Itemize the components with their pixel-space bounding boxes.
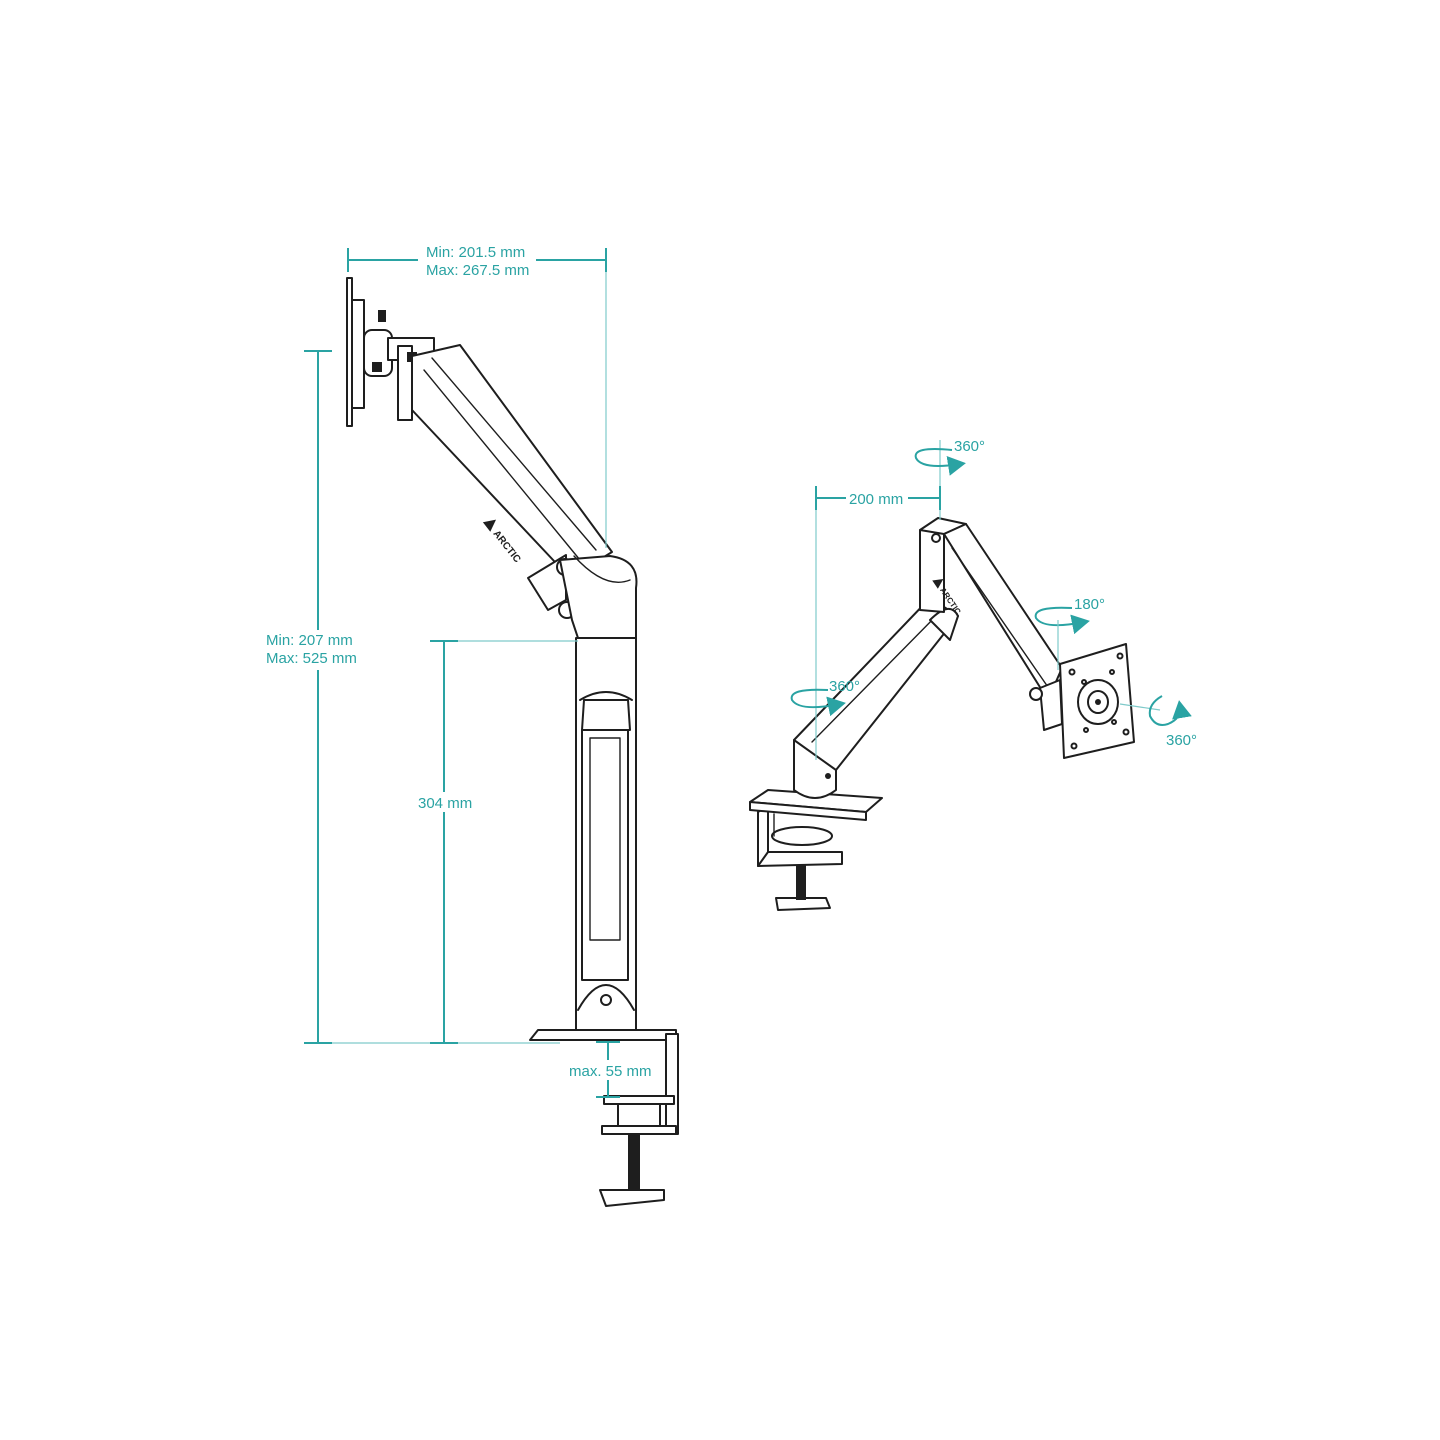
- tilt-bolt-top: [378, 310, 386, 322]
- persp-pole-screw: [825, 773, 831, 779]
- vesa-hole-7: [1111, 719, 1117, 725]
- dim-pole-label-bg: [414, 792, 474, 812]
- persp-clamp-lower: [757, 851, 843, 867]
- persp-riser-pivot: [931, 533, 941, 543]
- perspective-view-drawing: ARCTIC: [749, 517, 1135, 911]
- side-clamp-jaw: [617, 1103, 661, 1129]
- vesa-center-bolt: [1095, 699, 1101, 705]
- persp-forearm: [943, 523, 1063, 701]
- dim-offset-label-bg: [846, 488, 908, 508]
- vesa-hole-4: [1070, 742, 1078, 750]
- dim-reach-max: Max: 267.5 mm: [426, 262, 529, 279]
- side-view-dimensions: Min: 201.5 mm Max: 267.5 mm Min: 207 mm …: [262, 240, 652, 1098]
- dim-clamp-thickness: max. 55 mm: [569, 1063, 652, 1080]
- side-clamp-knob: [599, 1189, 665, 1207]
- vesa-hole-3: [1122, 728, 1130, 736]
- side-brand-text: ARCTIC: [491, 529, 523, 566]
- side-forearm: [411, 344, 613, 579]
- pole-cable-inner: [589, 737, 621, 941]
- pole-base-screw: [600, 994, 612, 1006]
- vesa-hole-2: [1116, 652, 1124, 660]
- side-elbow-housing: [559, 555, 638, 639]
- side-clamp-spine: [665, 1033, 679, 1135]
- side-clamp-screw: [628, 1134, 640, 1190]
- dim-pole-height: 304 mm: [418, 795, 472, 812]
- side-elbow-curve: [573, 555, 631, 583]
- rot-top-arrow: [914, 448, 966, 476]
- side-forearm-edge: [423, 369, 581, 561]
- persp-head-pivot: [1029, 687, 1043, 701]
- vesa-hole-6: [1109, 669, 1115, 675]
- dim-height-min: Min: 207 mm: [266, 632, 353, 649]
- persp-forearm-edge: [951, 547, 1051, 691]
- side-base-plate: [529, 1029, 677, 1041]
- rot-pole-top: 360°: [954, 438, 985, 455]
- rot-vesa-axis: [1119, 703, 1161, 711]
- rot-vesa: 360°: [1166, 732, 1197, 749]
- persp-clamp-ring: [771, 826, 833, 846]
- rot-vesa-arrow: [1148, 695, 1192, 726]
- persp-clamp-screw: [796, 860, 806, 900]
- vesa-hole-1: [1068, 668, 1076, 676]
- dim-clamp-label-bg: [566, 1060, 650, 1080]
- rot-tilt: 180°: [1074, 596, 1105, 613]
- dim-height-max: Max: 525 mm: [266, 650, 357, 667]
- dim-height-label-bg: [262, 630, 362, 670]
- persp-head-joint: [1039, 679, 1063, 731]
- tilt-bolt-bottom: [372, 362, 382, 372]
- perspective-view-annotations: 200 mm 360° 360° 180° 360°: [790, 438, 1197, 760]
- pole-base-curve: [577, 984, 635, 1011]
- pole-cable-cover-top: [579, 691, 633, 701]
- persp-lower-arm-edge: [811, 611, 941, 743]
- rot-arm-base: 360°: [829, 678, 860, 695]
- vesa-hole-8: [1083, 727, 1089, 733]
- dim-arm-offset: 200 mm: [849, 491, 903, 508]
- rot-base-arrow: [790, 688, 846, 717]
- pole-cable-clip: [581, 699, 631, 731]
- pole-cable-channel: [581, 729, 629, 981]
- vesa-hole-5: [1081, 679, 1087, 685]
- vesa-mount-block: [351, 299, 365, 409]
- rot-tilt-arrow: [1034, 606, 1090, 635]
- persp-clamp-knob: [775, 897, 831, 911]
- persp-lower-arm-slot: [929, 608, 959, 641]
- side-view-drawing: ARCTIC: [346, 277, 679, 1207]
- side-forearm-edge-2: [431, 357, 597, 551]
- dim-reach-label-bg: [418, 240, 536, 280]
- dim-reach-min: Min: 201.5 mm: [426, 244, 525, 261]
- side-clamp-bottom-bar: [601, 1125, 677, 1135]
- persp-base-plate-edge: [749, 801, 867, 821]
